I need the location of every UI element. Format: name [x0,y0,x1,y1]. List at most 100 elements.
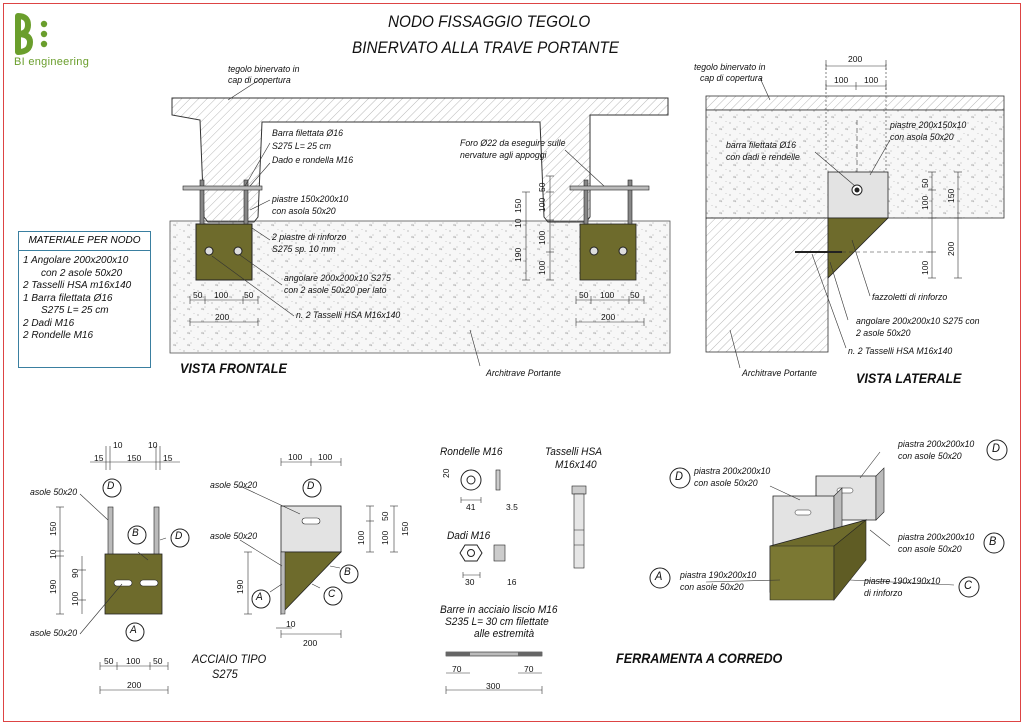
hw-barre-3: alle estremità [474,628,535,640]
detail-b-dim-r100b: 100 [356,530,366,545]
front-note-foro-2: nervature agli appoggi [460,150,547,161]
side-note-tegolo-2: cap di copertura [700,73,763,84]
side-note-piastre-1: piastre 200x150x10 [890,120,967,131]
front-note-rinforzo-2: S275 sp. 10 mm [272,244,336,255]
hardware-details [445,469,587,694]
bi-logo-icon [15,13,48,55]
front-note-barra-1: Barra filettata Ø16 [272,128,343,139]
kit-letter-b: B [989,534,997,548]
kit-letter-a: A [655,569,663,583]
detail-angle-side [239,458,398,638]
hw-dim-16: 16 [507,577,517,587]
side-view-title: VISTA LATERALE [856,370,962,386]
side-dim-100a: 100 [834,75,849,85]
detail-b-asole-top: asole 50x20 [210,480,258,491]
front-note-tasselli: n. 2 Tasselli HSA M16x140 [296,310,401,321]
kit-label-c-2: di rinforzo [864,588,903,599]
detail-a-letter-d: D [107,480,115,492]
materials-line: con 2 asole 50x20 [41,267,123,279]
front-dim-v150: 150 [513,198,523,213]
detail-a-dim-v150: 150 [48,521,58,536]
front-note-angolare-1: angolare 200x200x10 S275 [284,273,391,284]
detail-a-dim-b50a: 50 [104,656,114,666]
hw-dadi: Dadi M16 [447,530,491,542]
side-dim-v150: 150 [946,188,956,203]
detail-a-dim-b50b: 50 [153,656,163,666]
front-note-tegolo-1: tegolo binervato in [228,64,300,75]
front-note-angolare-2: con 2 asole 50x20 per lato [284,285,387,296]
side-dim-100b: 100 [864,75,879,85]
detail-a-dim-b100: 100 [126,656,141,666]
detail-b-dim-t100a: 100 [288,452,303,462]
front-dim-v190: 190 [513,247,523,262]
detail-a-dim-b200: 200 [127,680,142,690]
detail-b-dim-b10: 10 [286,619,296,629]
detail-b-letter-a: A [256,591,263,603]
front-dim-v50: 50 [537,182,547,192]
hw-dim-300: 300 [486,681,501,691]
materials-line: 2 Dadi M16 [23,317,75,329]
hw-dim-35: 3.5 [506,502,518,512]
front-dim-v10: 10 [513,218,523,228]
materials-line: 1 Barra filettata Ø16 [23,292,113,304]
side-view [705,60,1005,369]
front-note-piastre-2: con asola 50x20 [272,206,336,217]
hw-barre-1: Barre in acciaio liscio M16 [440,604,558,616]
side-dim-v200: 200 [946,241,956,256]
front-dim-50c: 50 [579,290,589,300]
detail-b-dim-t100b: 100 [318,452,333,462]
front-dim-50a: 50 [193,290,203,300]
front-note-dado: Dado e rondella M16 [272,155,354,166]
detail-a-dim-v100: 100 [70,591,80,606]
front-view-title: VISTA FRONTALE [180,360,287,376]
detail-a-dim-v10: 10 [48,549,58,559]
detail-a-letter-d2: D [175,530,183,542]
detail-b-dim-r100: 100 [380,530,390,545]
front-note-foro-1: Foro Ø22 da eseguire sulle [460,138,566,149]
side-note-tasselli: n. 2 Tasselli HSA M16x140 [848,346,953,357]
materials-line: 1 Angolare 200x200x10 [23,255,129,266]
detail-a-dim-t15a: 15 [94,453,104,463]
detail-a-asole-bottom: asole 50x20 [30,628,78,639]
front-dim-v100b: 100 [537,230,547,245]
front-note-piastre-1: piastre 150x200x10 [272,194,349,205]
side-note-fazzoletti: fazzoletti di rinforzo [872,292,948,303]
side-note-barra-2: con dadi e rendelle [726,152,800,163]
kit-letter-d: D [675,469,683,483]
hw-rondelle: Rondelle M16 [440,446,503,458]
materials-line: 2 Tasselli HSA m16x140 [23,280,132,291]
hw-dim-70a: 70 [452,664,462,674]
kit-label-d2-1: piastra 200x200x10 [898,439,975,450]
drawing-title-line2: BINERVATO ALLA TRAVE PORTANTE [352,38,619,57]
detail-a-dim-v90: 90 [70,568,80,578]
kit-letter-d2: D [992,441,1000,455]
materials-line: S275 L= 25 cm [41,305,109,316]
front-dim-200: 200 [215,312,230,322]
detail-b-letter-b: B [344,566,351,578]
side-note-piastre-2: con asola 50x20 [890,132,954,143]
brand-name: BI engineering [14,56,90,68]
side-note-angolare-1: angolare 200x200x10 S275 con [856,316,980,327]
side-dim-v50: 50 [920,178,930,188]
kit-label-b-2: con asole 50x20 [898,544,962,555]
hw-dim-70b: 70 [524,664,534,674]
detail-b-dim-v190: 190 [235,579,245,594]
side-note-barra-1: barra filettata Ø16 [726,140,796,151]
side-dim-v100: 100 [920,195,930,210]
kit-label-d-1: piastra 200x200x10 [694,466,771,477]
hw-tasselli-1: Tasselli HSA [545,446,602,458]
detail-a-dim-v190: 190 [48,579,58,594]
front-dim-200b: 200 [601,312,616,322]
materials-header: MATERIALE PER NODO [19,232,150,251]
kit-label-c-1: piastre 190x190x10 [864,576,941,587]
front-dim-v100c: 100 [537,260,547,275]
detail-a-letter-a: A [130,624,137,636]
detail-a-letter-b: B [132,527,139,539]
front-dim-50b: 50 [244,290,254,300]
hw-tasselli-2: M16x140 [555,459,597,471]
detail-a-dim-t10b: 10 [148,440,158,450]
drawing-title-line1: NODO FISSAGGIO TEGOLO [388,12,591,31]
detail-b-dim-b200: 200 [303,638,318,648]
